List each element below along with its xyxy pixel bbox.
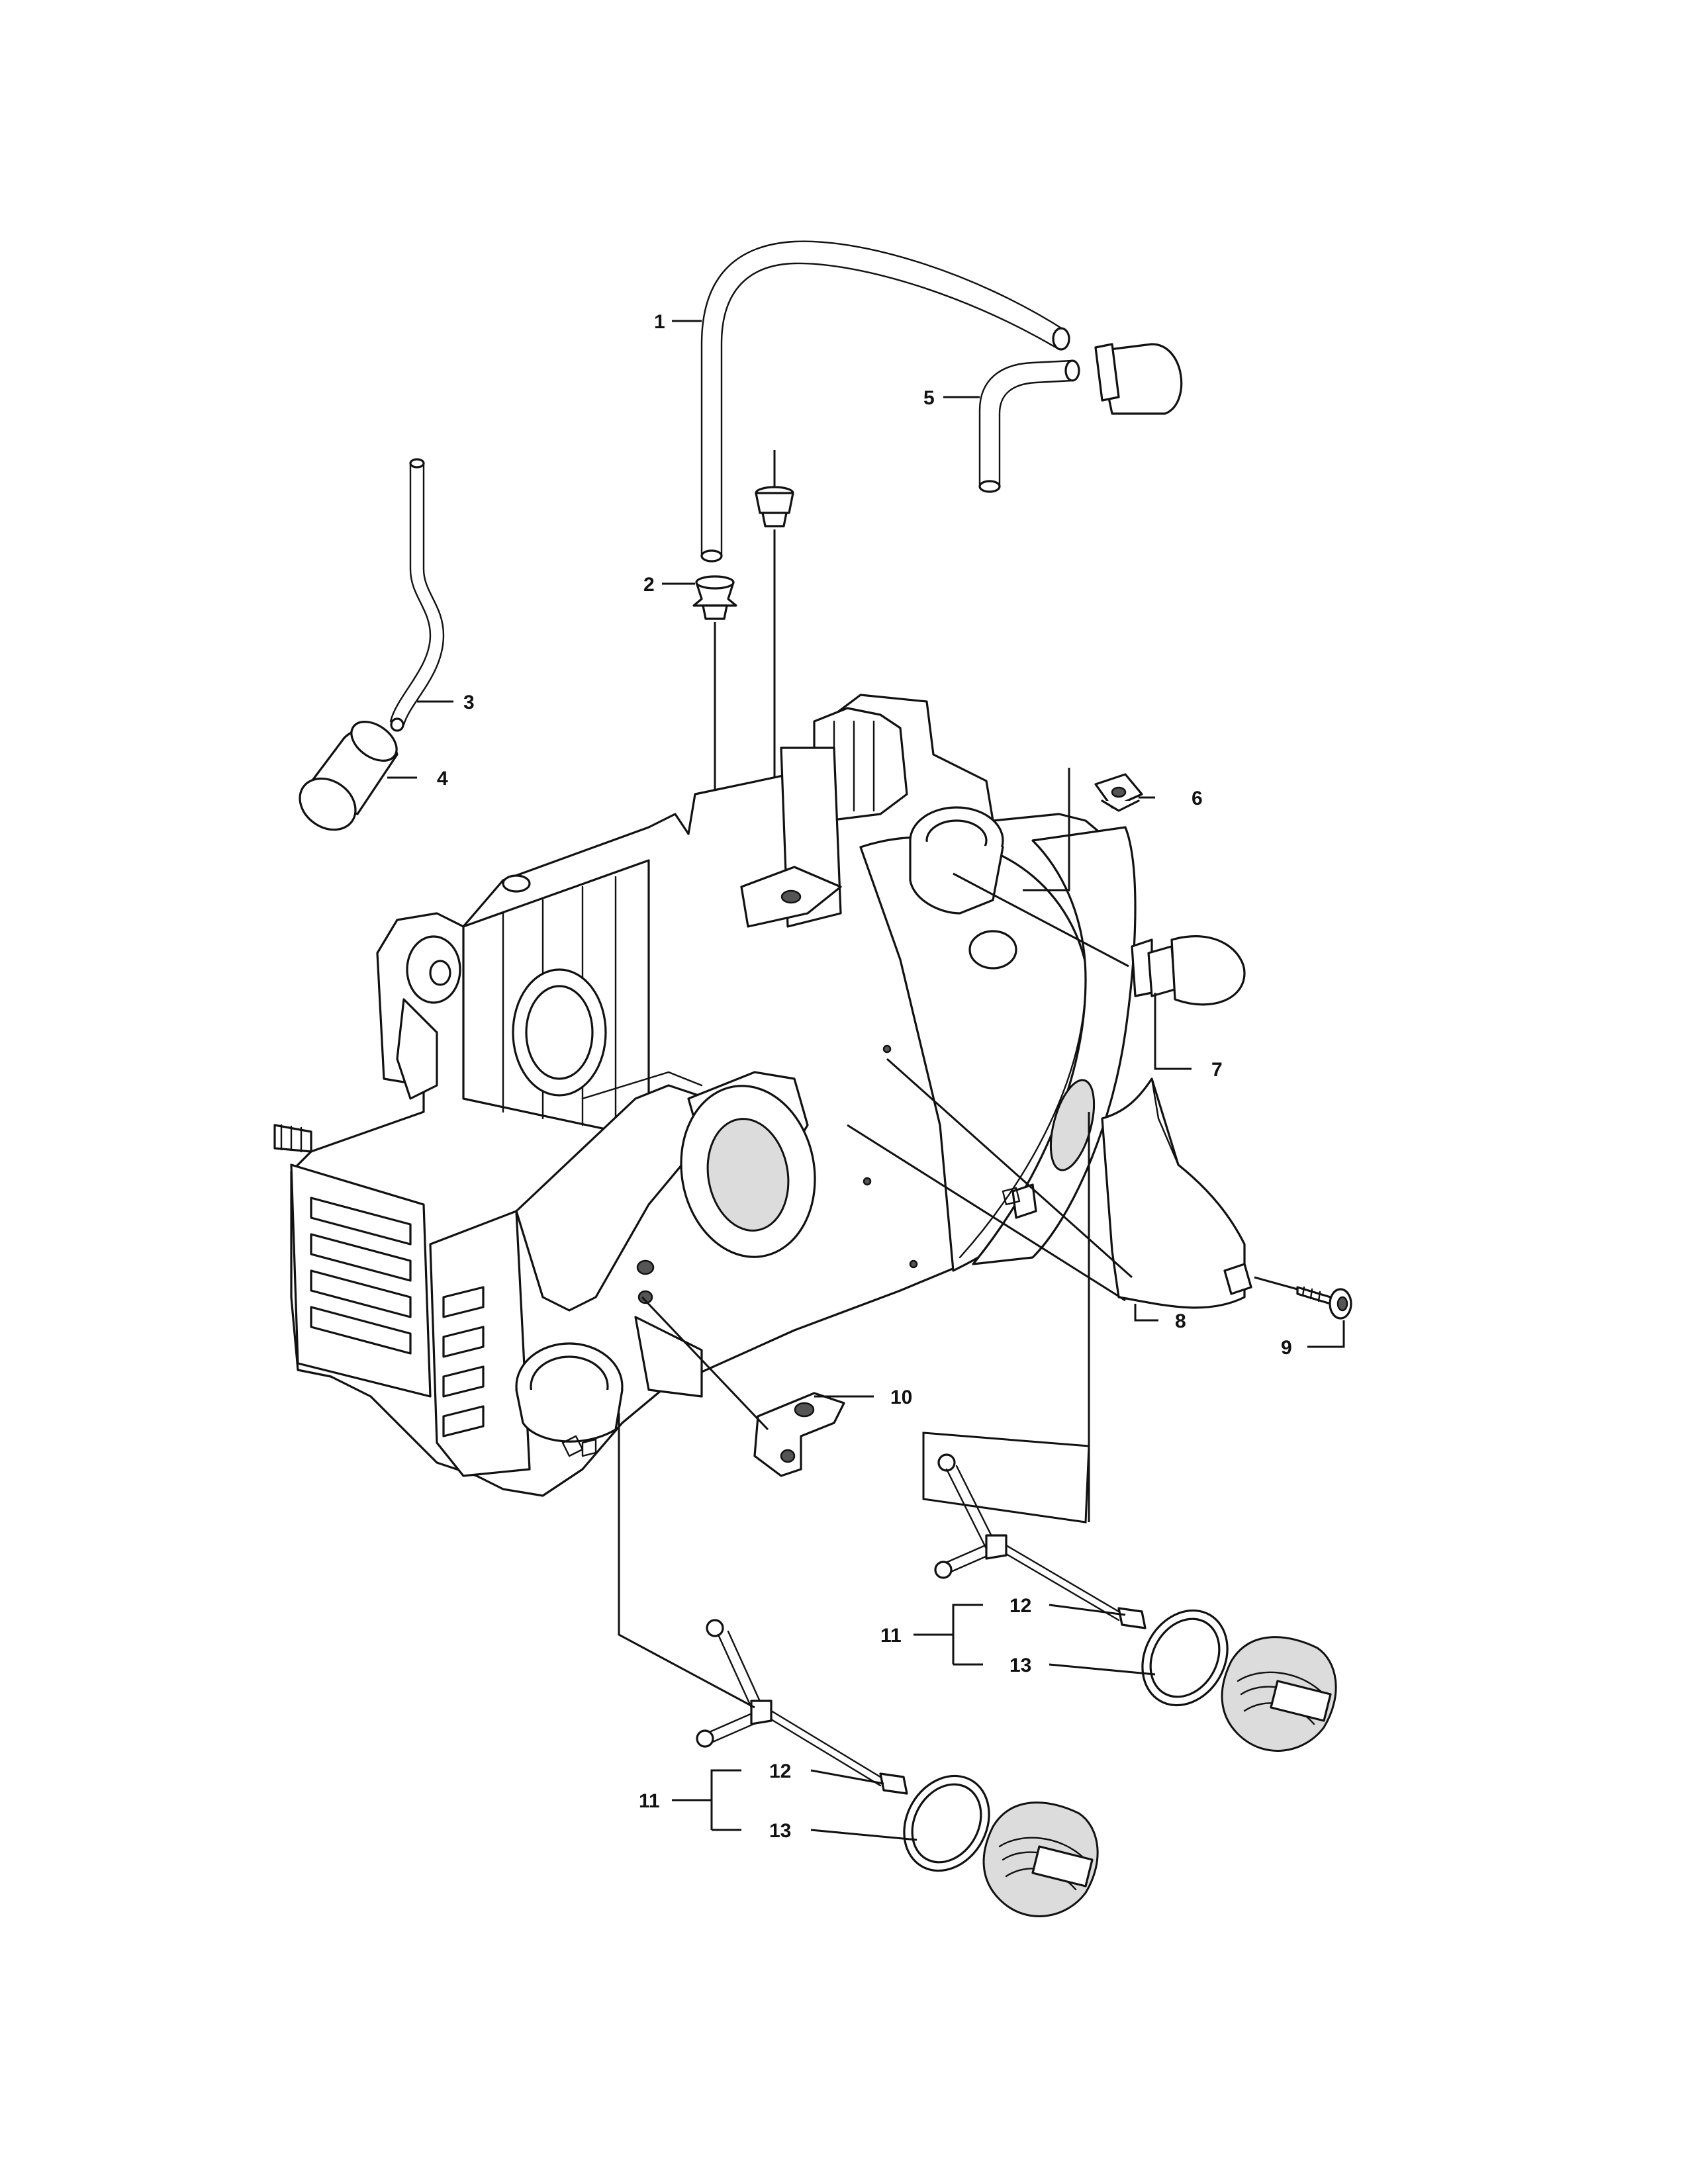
crankcase-body [273, 694, 1137, 1497]
part-1-fuel-hose [700, 240, 1070, 563]
part-3-pickup-hose [389, 458, 445, 732]
label-part-11-upper: 11 [880, 1625, 902, 1647]
grommet-upper [755, 486, 794, 527]
oil-pickup-upper [934, 1453, 1147, 1629]
label-part-13-lower: 13 [769, 1820, 791, 1842]
label-part-1: 1 [654, 311, 665, 333]
part-7-primer-bulb [1131, 935, 1246, 1006]
label-part-11-lower: 11 [639, 1790, 660, 1812]
part-6-clip-nut [1094, 773, 1143, 812]
label-part-9: 9 [1281, 1337, 1292, 1359]
label-part-13-upper: 13 [1009, 1655, 1031, 1676]
part-10-bracket [753, 1392, 845, 1477]
oil-cap-lower [903, 1774, 1099, 1917]
oil-pickup-lower [696, 1619, 908, 1795]
label-part-5: 5 [923, 387, 935, 409]
label-part-8: 8 [1175, 1310, 1186, 1332]
part-4-fuel-filter [299, 721, 399, 831]
label-part-4: 4 [437, 768, 448, 790]
label-part-6: 6 [1192, 788, 1203, 809]
oil-cap-upper [1141, 1609, 1337, 1752]
label-part-3: 3 [463, 692, 475, 713]
label-part-12-upper: 12 [1009, 1595, 1031, 1617]
label-part-12-lower: 12 [769, 1760, 791, 1782]
label-part-7: 7 [1211, 1059, 1223, 1081]
part-8-deflector [1101, 1077, 1252, 1309]
hose-fitting [1094, 343, 1183, 415]
part-9-screw [1296, 1286, 1352, 1320]
label-part-2: 2 [643, 574, 655, 596]
part-2-grommet [692, 575, 737, 620]
part-5-return-hose [978, 359, 1080, 493]
label-part-10: 10 [890, 1387, 912, 1408]
